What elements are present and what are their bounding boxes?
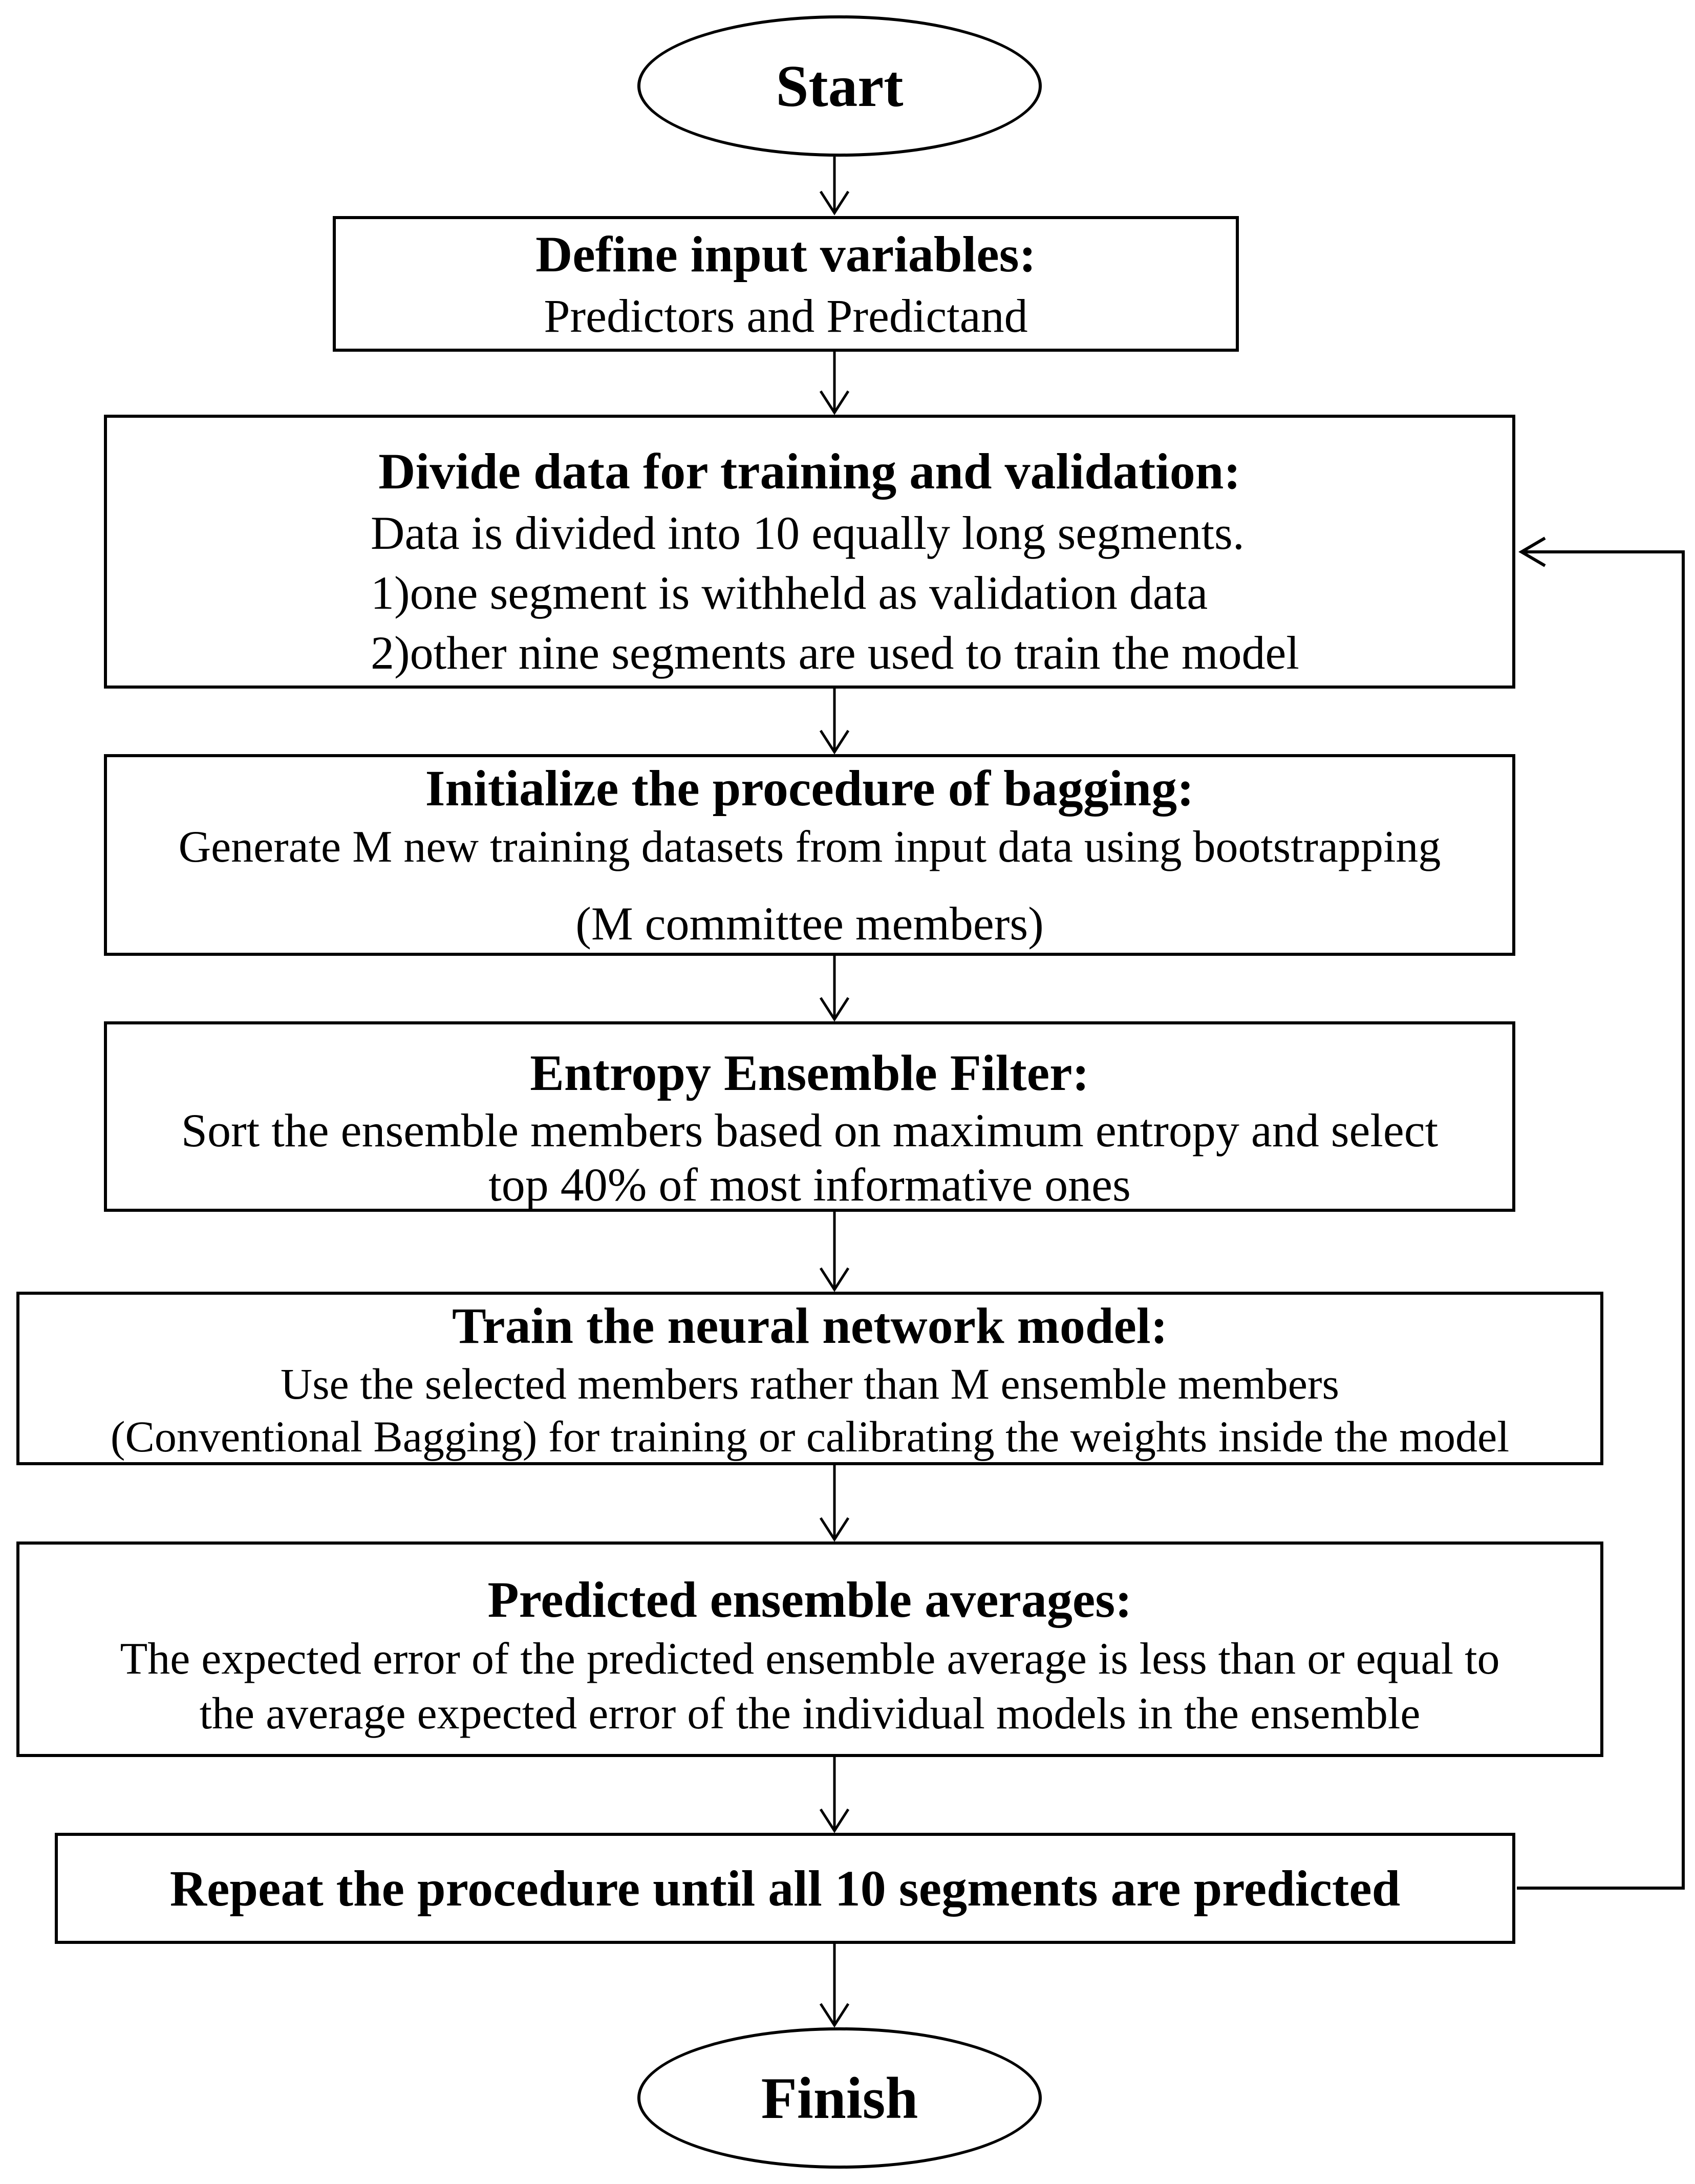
- arrowhead-predicted-to-repeat: [819, 1808, 850, 1833]
- bagging-line-2: (M committee members): [575, 897, 1044, 950]
- predicted-line-1: The expected error of the predicted ense…: [120, 1634, 1500, 1684]
- initialize-bagging-box: Initialize the procedure of bagging: Gen…: [104, 754, 1515, 956]
- arrowhead-repeat-to-finish: [819, 2003, 850, 2028]
- entropy-title: Entropy Ensemble Filter:: [530, 1044, 1089, 1101]
- train-neural-network-box: Train the neural network model: Use the …: [16, 1292, 1603, 1465]
- feedback-loop-line: [1517, 550, 1685, 1890]
- start-terminal: Start: [637, 15, 1042, 157]
- divide-line-1: Data is divided into 10 equally long seg…: [371, 507, 1245, 559]
- divide-body: Data is divided into 10 equally long seg…: [107, 503, 1512, 682]
- divide-line-3: 2)other nine segments are used to train …: [371, 626, 1299, 679]
- finish-label: Finish: [761, 2065, 918, 2131]
- train-line-1: Use the selected members rather than M e…: [280, 1359, 1340, 1408]
- arrowhead-divide-to-bagging: [819, 730, 850, 755]
- bagging-line-1: Generate M new training datasets from in…: [178, 822, 1441, 872]
- train-title: Train the neural network model:: [452, 1297, 1168, 1354]
- predicted-ensemble-averages-box: Predicted ensemble averages: The expecte…: [16, 1541, 1603, 1757]
- bagging-title: Initialize the procedure of bagging:: [425, 760, 1194, 817]
- divide-line-2: 1)one segment is withheld as validation …: [371, 566, 1208, 619]
- repeat-procedure-box: Repeat the procedure until all 10 segmen…: [55, 1833, 1515, 1944]
- arrowhead-feedback-to-divide: [1518, 537, 1546, 567]
- entropy-line-2: top 40% of most informative ones: [488, 1158, 1131, 1211]
- arrowhead-start-to-define: [819, 190, 850, 216]
- arrowhead-define-to-divide: [819, 390, 850, 415]
- predicted-line-2: the average expected error of the indivi…: [199, 1689, 1421, 1739]
- finish-terminal: Finish: [637, 2027, 1042, 2169]
- define-input-variables-box: Define input variables: Predictors and P…: [333, 216, 1239, 352]
- repeat-title: Repeat the procedure until all 10 segmen…: [169, 1859, 1401, 1917]
- define-title: Define input variables:: [535, 225, 1036, 283]
- divide-title: Divide data for training and validation:: [378, 443, 1241, 500]
- define-line-1: Predictors and Predictand: [544, 289, 1028, 342]
- entropy-line-1: Sort the ensemble members based on maxim…: [181, 1104, 1439, 1157]
- predicted-title: Predicted ensemble averages:: [487, 1571, 1132, 1628]
- entropy-ensemble-filter-box: Entropy Ensemble Filter: Sort the ensemb…: [104, 1021, 1515, 1212]
- train-line-2: (Conventional Bagging) for training or c…: [110, 1412, 1510, 1461]
- arrowhead-train-to-predicted: [819, 1517, 850, 1542]
- arrowhead-bagging-to-entropy: [819, 997, 850, 1022]
- arrowhead-entropy-to-train: [819, 1267, 850, 1292]
- divide-data-box: Divide data for training and validation:…: [104, 415, 1515, 689]
- start-label: Start: [776, 53, 904, 119]
